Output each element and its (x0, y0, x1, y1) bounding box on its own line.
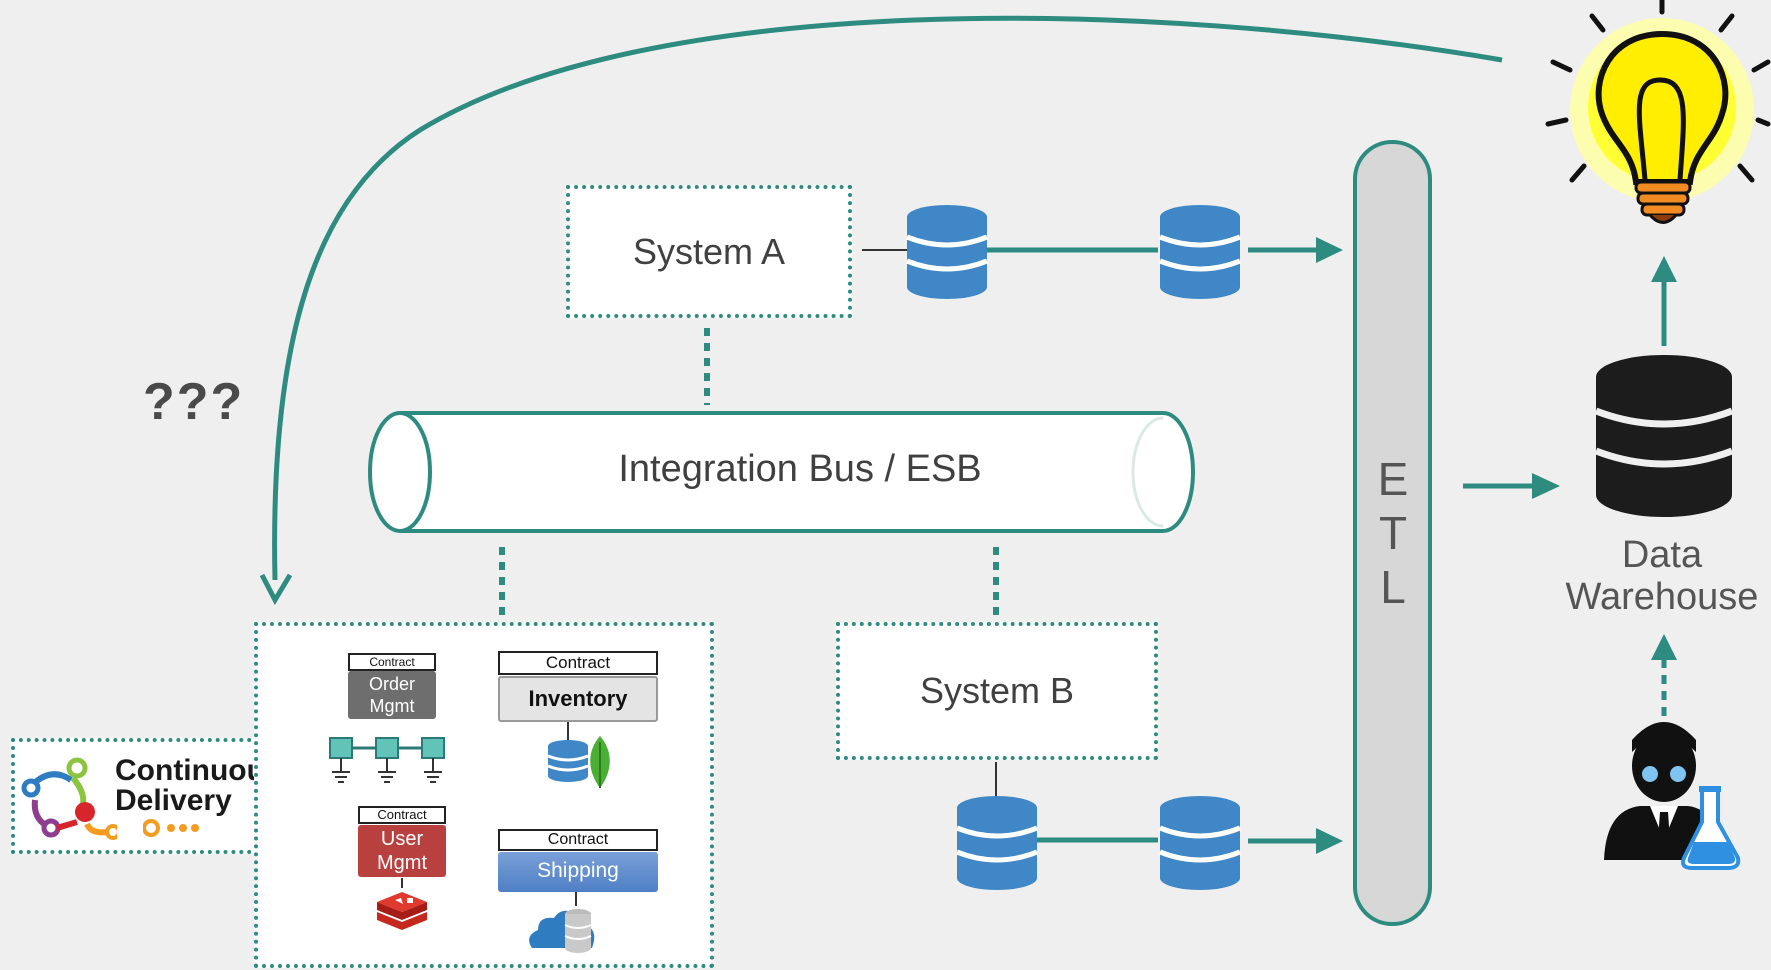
inventory-service[interactable]: Inventory (498, 676, 658, 722)
etl-letter-e: E (1377, 453, 1409, 505)
shipping-service[interactable]: Shipping (498, 852, 658, 892)
feedback-curve (272, 15, 1503, 581)
integration-bus-tube (368, 411, 1195, 533)
etl-pill (1353, 140, 1432, 926)
flask-icon (1681, 786, 1741, 870)
inventory-contract: Contract (498, 651, 658, 675)
question-marks: ??? (143, 373, 245, 431)
continuous-delivery-line2: Delivery (115, 784, 232, 817)
data-warehouse-line2: Warehouse (1565, 576, 1759, 618)
feedback-arrowhead (259, 573, 293, 606)
network-nodes-icon (329, 737, 445, 783)
system-a-box[interactable]: System A (566, 185, 852, 318)
mongodb-leaf-icon (547, 722, 610, 788)
redis-icon (377, 878, 427, 930)
data-warehouse-line1: Data (1621, 534, 1703, 576)
etl-label: E T L (1374, 452, 1412, 614)
continuous-delivery-dots (143, 819, 199, 837)
database-icon-b1 (956, 796, 1038, 890)
integration-bus-label: Integration Bus / ESB (618, 448, 982, 490)
shipping-name: Shipping (537, 859, 619, 882)
microservices-group: Contract Order Mgmt Contract Inventory (254, 622, 714, 968)
continuous-delivery-box: Continuous Delivery (11, 738, 283, 854)
order-mgmt-contract: Contract (348, 653, 436, 671)
data-warehouse-label: Data Warehouse (1550, 534, 1771, 618)
cloud-storage-icon (529, 892, 595, 953)
system-b-label: System B (919, 670, 1075, 711)
user-mgmt-service[interactable]: User Mgmt (358, 825, 446, 877)
user-mgmt-contract: Contract (358, 806, 446, 824)
data-scientist-icon (1604, 722, 1741, 870)
continuous-delivery-logo (21, 757, 117, 840)
data-warehouse-database-icon (1594, 355, 1734, 517)
order-mgmt-service[interactable]: Order Mgmt (348, 671, 436, 719)
database-icon-a1 (906, 205, 988, 299)
order-mgmt-name-line2: Mgmt (369, 696, 415, 716)
system-a-label: System A (632, 230, 786, 272)
continuous-delivery-line1: Continuous (115, 754, 282, 787)
etl-letter-t: T (1378, 507, 1408, 559)
user-mgmt-name-line1: User (380, 828, 424, 850)
user-mgmt-name-line2: Mgmt (377, 852, 427, 874)
database-icon-a2 (1159, 205, 1241, 299)
etl-letter-l: L (1380, 561, 1406, 613)
inventory-name: Inventory (528, 686, 628, 711)
shipping-contract: Contract (498, 829, 658, 851)
system-b-box[interactable]: System B (836, 622, 1158, 760)
lightbulb-icon (1545, 0, 1771, 224)
order-mgmt-name-line1: Order (368, 674, 415, 694)
database-icon-b2 (1159, 796, 1241, 890)
continuous-delivery-text: Continuous Delivery (115, 756, 282, 816)
